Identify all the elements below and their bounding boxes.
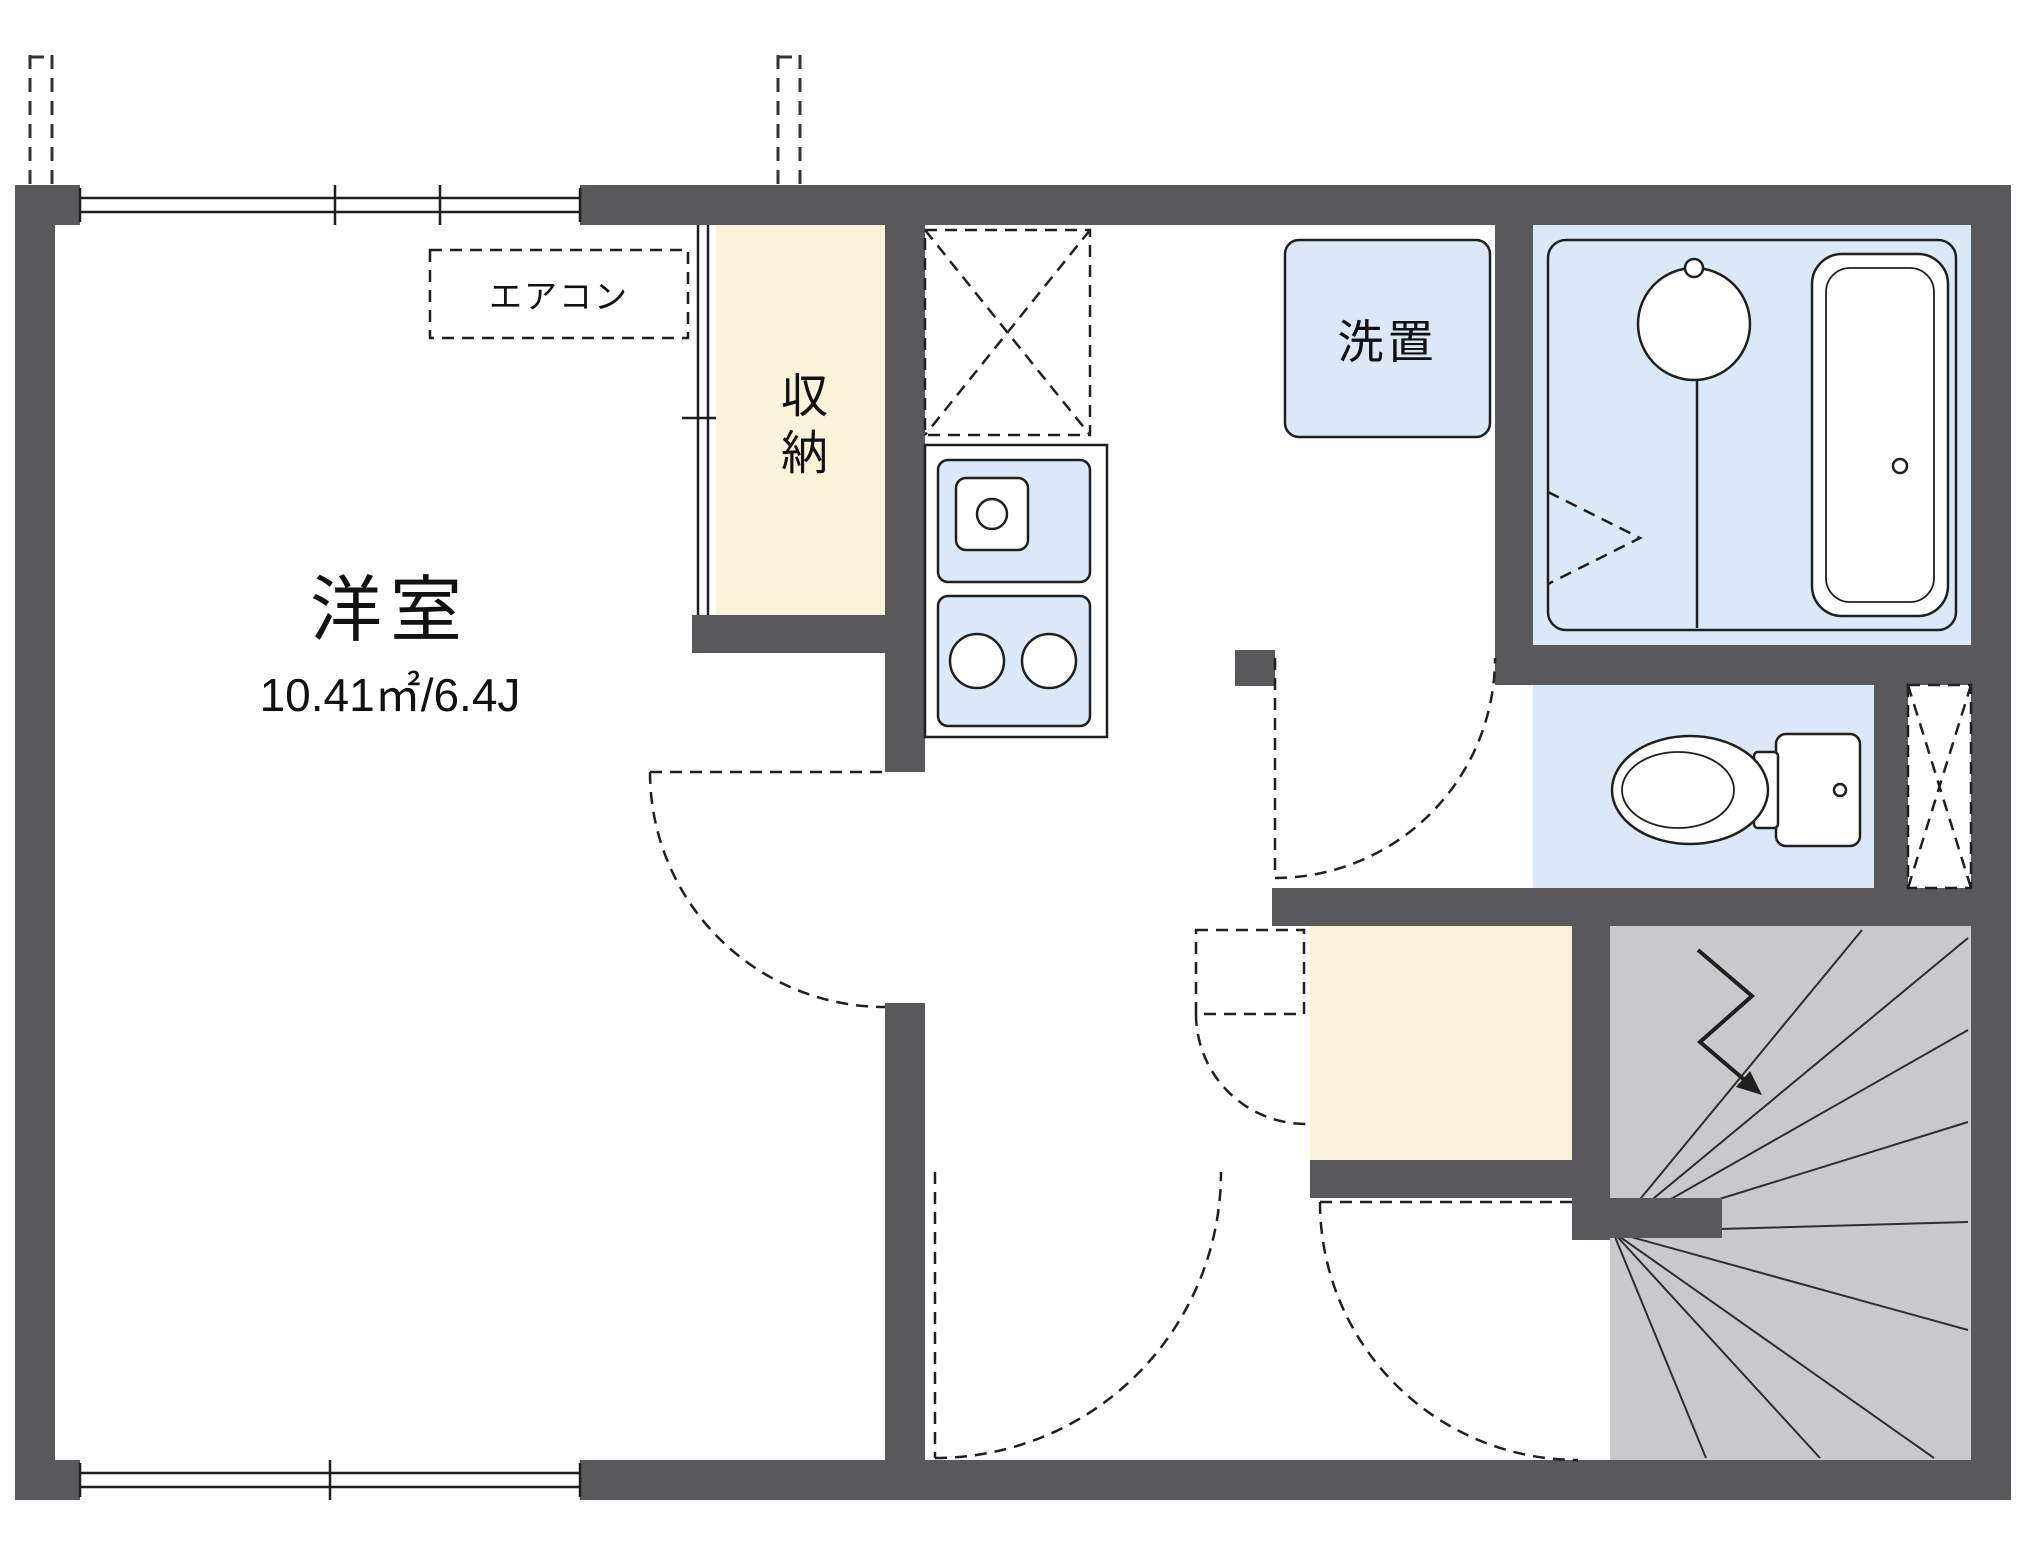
- hall-closet-floor: [1310, 926, 1572, 1160]
- wall-toilet-bottom: [1272, 888, 1971, 926]
- washer-space: [1283, 238, 1492, 439]
- storage-label: 収納: [774, 370, 827, 485]
- wall-stairs-left: [1572, 888, 1610, 1240]
- aircon-label: エアコン: [489, 278, 629, 315]
- wall-left: [15, 185, 55, 1500]
- wall-stair-landing-stub: [1610, 1198, 1722, 1238]
- upper-floor-outline-left: [28, 55, 54, 185]
- storage-sliding-door: [682, 225, 716, 615]
- doors: [648, 657, 1579, 1462]
- staircase-area: [1610, 926, 1971, 1460]
- toilet-tank: [1774, 732, 1862, 848]
- stair-arrowhead: [1736, 1071, 1762, 1095]
- stove-burner-left: [948, 632, 1006, 690]
- sink-drain: [975, 497, 1009, 531]
- aircon-box: [428, 248, 690, 340]
- hall-door-right: [1318, 1200, 1579, 1462]
- wall-storage-bottom: [692, 615, 925, 653]
- window-top: [78, 185, 582, 225]
- pipe-space: [1906, 683, 1973, 890]
- wall-washroom-stub: [1235, 650, 1275, 686]
- toilet-bowl-inner: [1621, 751, 1735, 829]
- bathtub-drain: [1891, 457, 1909, 475]
- wall-room-divider-lower: [885, 1003, 925, 1460]
- window-top-opening: [80, 185, 580, 225]
- storage-closet-floor: [716, 225, 885, 615]
- upper-floor-outline-mid: [776, 55, 802, 185]
- walls: [15, 185, 2011, 1500]
- wall-bathroom-left: [1495, 225, 1533, 685]
- wall-bathroom-bottom: [1495, 645, 1971, 685]
- bathroom: [1546, 238, 1958, 632]
- upper-floor-outline: [28, 55, 802, 185]
- staircase: [1612, 929, 1969, 1459]
- bathtub: [1810, 252, 1950, 618]
- stove-burner-right: [1020, 632, 1078, 690]
- wall-right: [1971, 185, 2011, 1500]
- wash-basin: [1636, 266, 1752, 382]
- hall-closet-door-leaf: [1194, 928, 1306, 1016]
- stair-direction-arrow: [1696, 948, 1756, 1090]
- washroom-door: [1273, 657, 1497, 880]
- kitchen-counter: [923, 443, 1109, 739]
- basin-faucet: [1683, 257, 1705, 279]
- refrigerator-space: [923, 228, 1092, 437]
- room-size-label: 10.41㎡/6.4J: [259, 669, 521, 721]
- window-top-glazing: [78, 185, 582, 225]
- laundry-label: 洗置: [1337, 315, 1438, 368]
- wall-toilet-right: [1874, 685, 1908, 888]
- toilet-bowl: [1610, 734, 1770, 846]
- window-bottom: [78, 1460, 582, 1500]
- room-name-label: 洋室: [309, 571, 470, 651]
- refrigerator-x: [924, 229, 1091, 436]
- window-bottom-glazing: [78, 1460, 582, 1500]
- wall-storage-right: [885, 225, 925, 653]
- sliding-door-gap: [690, 225, 716, 615]
- wall-hall-closet-bottom: [1310, 1160, 1610, 1198]
- pipe-space-box: [1906, 683, 1973, 890]
- hall-door-left: [933, 1171, 1223, 1460]
- toilet: [1610, 732, 1862, 848]
- bath-unit-outline: [1546, 238, 1958, 632]
- bath-folding-door: [1547, 490, 1643, 586]
- stair-treads: [1612, 929, 1969, 1459]
- main-room-door: [648, 770, 886, 1009]
- sliding-door-lines: [682, 225, 716, 615]
- stove-unit: [936, 594, 1092, 728]
- pipe-space-x: [1906, 684, 1973, 889]
- hall-closet-door-swing: [1194, 1013, 1307, 1126]
- wall-room-divider-upper: [885, 653, 925, 772]
- toilet-tank-button: [1832, 782, 1848, 798]
- bathtub-inner: [1825, 267, 1935, 603]
